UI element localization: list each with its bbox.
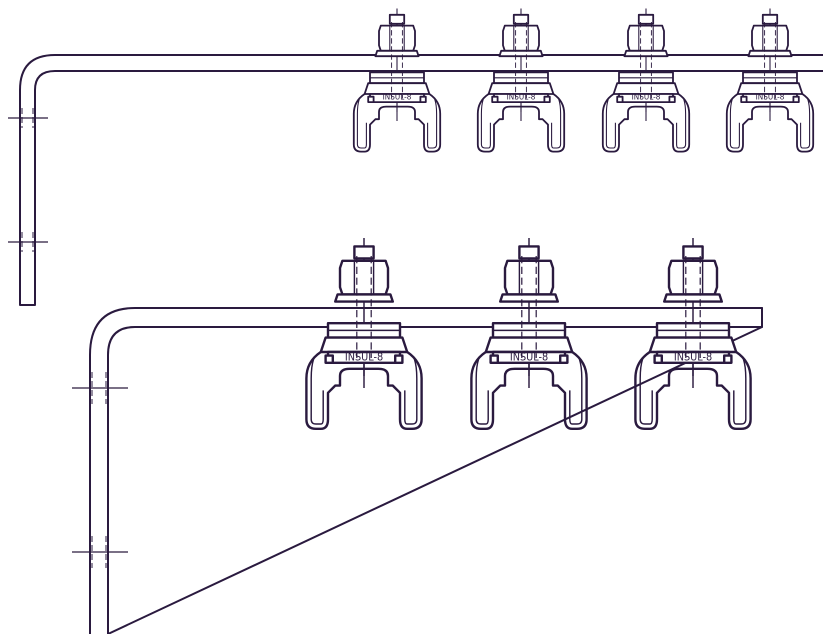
lower-mounting-hole-2 bbox=[72, 536, 128, 568]
upper-hanger-1: INSUL-8 bbox=[352, 7, 442, 153]
lower-bracket-arm bbox=[72, 307, 763, 634]
insulator-label: INSUL-8 bbox=[674, 350, 712, 363]
upper-bracket-arm bbox=[8, 54, 823, 306]
insulator-label: INSUL-8 bbox=[345, 350, 383, 363]
insulator-label: INSUL-8 bbox=[383, 91, 412, 101]
insulator-label: INSUL-8 bbox=[632, 91, 661, 101]
lower-hanger-3: INSUL-8 bbox=[634, 236, 752, 431]
lower-mounting-hole-1 bbox=[72, 372, 128, 404]
upper-hanger-2: INSUL-8 bbox=[476, 7, 566, 153]
lower-hanger-2: INSUL-8 bbox=[470, 236, 588, 431]
insulator-label: INSUL-8 bbox=[507, 91, 536, 101]
upper-mounting-hole-1 bbox=[8, 108, 48, 128]
insulator-label: INSUL-8 bbox=[510, 350, 548, 363]
lower-hanger-1: INSUL-8 bbox=[305, 236, 423, 431]
upper-hanger-4: INSUL-8 bbox=[725, 7, 815, 153]
upper-hanger-3: INSUL-8 bbox=[601, 7, 691, 153]
insulator-label: INSUL-8 bbox=[756, 91, 785, 101]
upper-mounting-hole-2 bbox=[8, 232, 48, 252]
